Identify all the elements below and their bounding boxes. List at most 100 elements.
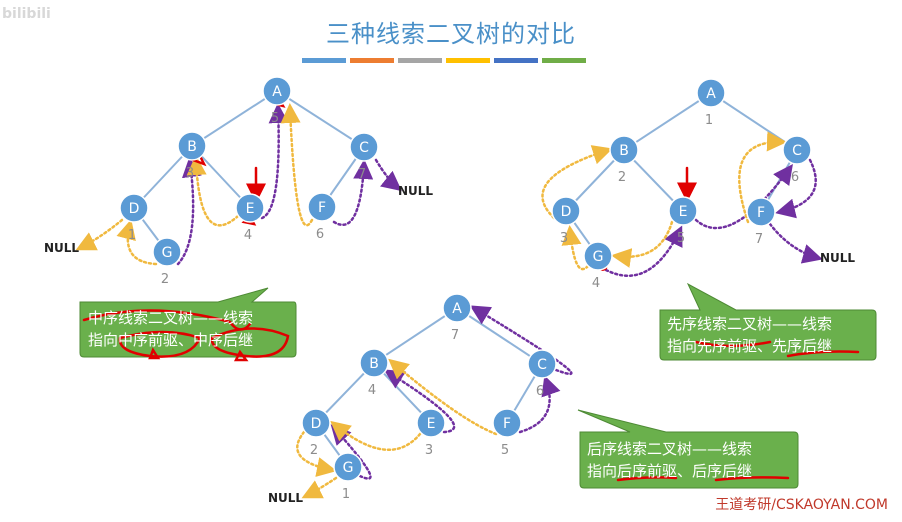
- callout-inorder-line2: 指向中序前驱、中序后继: [88, 331, 254, 349]
- node-inorder-C-circle: [349, 132, 379, 162]
- node-inorder-C-label: C: [359, 140, 369, 156]
- thread-inorder-E-succ: [260, 103, 289, 220]
- thread-postorder-G-null: [301, 476, 338, 499]
- thread-preorder-E-pred: [611, 220, 674, 268]
- node-inorder-F-circle: [307, 192, 337, 222]
- thread-postorder-F-pred: [388, 358, 498, 436]
- node-postorder-A-label: A: [452, 301, 462, 317]
- annotation-inorder-succ-mark: [233, 349, 249, 362]
- thread-inorder-E-pred: [186, 155, 240, 227]
- callout-inorder-shape: [79, 287, 297, 358]
- node-postorder-G-circle: [333, 452, 363, 482]
- seq-inorder-E: 4: [244, 228, 252, 243]
- color-bar-3: [398, 58, 442, 63]
- node-preorder-D-label: D: [561, 204, 572, 220]
- seq-postorder-F: 5: [501, 443, 509, 458]
- node-preorder-G: G: [583, 241, 613, 271]
- node-inorder-E: E: [235, 193, 265, 223]
- node-preorder-A-circle: [696, 78, 726, 108]
- node-postorder-D-circle: [301, 408, 331, 438]
- node-postorder-C-label: C: [537, 357, 547, 373]
- watermark: bilibili: [2, 6, 51, 22]
- node-preorder-E-label: E: [679, 204, 688, 220]
- callout-postorder-line1: 后序线索二叉树——线索: [587, 440, 753, 458]
- node-postorder-E-label: E: [427, 416, 436, 432]
- callout-preorder-text: 先序线索二叉树——线索 指向先序前驱、先序后继: [667, 313, 832, 357]
- thread-inorder-C-null: [374, 158, 402, 192]
- seq-preorder-B: 2: [618, 170, 626, 185]
- node-preorder-E-circle: [668, 196, 698, 226]
- seq-inorder-B: 3: [186, 166, 194, 181]
- edge-postorder-A-C: [456, 307, 543, 365]
- color-bar-5: [494, 58, 538, 63]
- annotation-inorder-pred-mark: [148, 347, 161, 360]
- color-bar-2: [350, 58, 394, 63]
- color-bar-4: [446, 58, 490, 63]
- node-preorder-A-label: A: [706, 86, 716, 102]
- seq-preorder-A: 1: [705, 113, 713, 128]
- thread-preorder-G-succ: [604, 225, 683, 277]
- thread-postorder-E-succ: [383, 369, 456, 434]
- node-preorder-E: E: [668, 196, 698, 226]
- callout-preorder-line2: 指向先序前驱、先序后继: [667, 337, 833, 355]
- node-preorder-B: B: [609, 135, 639, 165]
- node-postorder-F-label: F: [503, 416, 511, 432]
- node-postorder-A-circle: [442, 293, 472, 323]
- node-postorder-C: C: [527, 349, 557, 379]
- annotation-postorder-underline-pred: [616, 476, 678, 482]
- seq-inorder-A: 5: [271, 111, 279, 126]
- edge-inorder-A-C: [276, 90, 365, 148]
- seq-postorder-E: 3: [425, 443, 433, 458]
- node-postorder-B-circle: [359, 348, 389, 378]
- edge-postorder-A-B: [373, 307, 458, 364]
- callout-preorder-shape: [659, 282, 877, 361]
- node-postorder-C-circle: [527, 349, 557, 379]
- node-postorder-D-label: D: [311, 416, 322, 432]
- node-inorder-G-circle: [152, 237, 182, 267]
- callout-inorder-line1: 中序线索二叉树——线索: [88, 309, 254, 327]
- thread-inorder-G-succ: [176, 157, 202, 266]
- color-bar-1: [302, 58, 346, 63]
- node-postorder-E-circle: [416, 408, 446, 438]
- node-inorder-F: F: [307, 192, 337, 222]
- seq-postorder-B: 4: [368, 383, 376, 398]
- node-preorder-C: C: [782, 135, 812, 165]
- node-inorder-A-circle: [262, 76, 292, 106]
- node-postorder-F: F: [492, 408, 522, 438]
- seq-preorder-F: 7: [755, 232, 763, 247]
- node-preorder-C-label: C: [792, 143, 802, 159]
- node-inorder-A: A: [262, 76, 292, 106]
- node-inorder-G-label: G: [162, 245, 173, 261]
- thread-postorder-E-pred: [330, 420, 422, 452]
- seq-postorder-C: 6: [536, 384, 544, 399]
- color-bar-6: [542, 58, 586, 63]
- node-postorder-B: B: [359, 348, 389, 378]
- page-title: 三种线索二叉树的对比: [326, 20, 576, 48]
- seq-inorder-G: 2: [161, 272, 169, 287]
- node-preorder-C-circle: [782, 135, 812, 165]
- node-inorder-G: G: [152, 237, 182, 267]
- thread-inorder-G-pred: [116, 219, 158, 266]
- node-preorder-B-circle: [609, 135, 639, 165]
- node-inorder-D-circle: [119, 193, 149, 223]
- thread-preorder-F-null: [768, 222, 823, 264]
- null-preorder-F: NULL: [820, 251, 855, 265]
- node-preorder-A: A: [696, 78, 726, 108]
- node-inorder-A-label: A: [272, 84, 282, 100]
- seq-preorder-C: 6: [791, 170, 799, 185]
- seq-postorder-G: 1: [342, 487, 350, 502]
- thread-preorder-C-succ: [775, 158, 817, 219]
- node-inorder-E-label: E: [246, 201, 255, 217]
- thread-postorder-D-pred: [296, 430, 337, 477]
- node-postorder-G-label: G: [343, 460, 354, 476]
- seq-preorder-G: 4: [592, 276, 600, 291]
- thread-postorder-F-succ: [518, 375, 561, 434]
- thread-preorder-E-succ: [694, 163, 793, 230]
- callout-postorder-line2: 指向后序前驱、后序后继: [587, 462, 753, 480]
- annotation-preorder-underline-pred: [694, 340, 772, 348]
- annotation-inorder-circle-succ: [210, 327, 290, 358]
- edge-preorder-A-B: [623, 92, 712, 151]
- thread-inorder-F-succ: [332, 159, 374, 227]
